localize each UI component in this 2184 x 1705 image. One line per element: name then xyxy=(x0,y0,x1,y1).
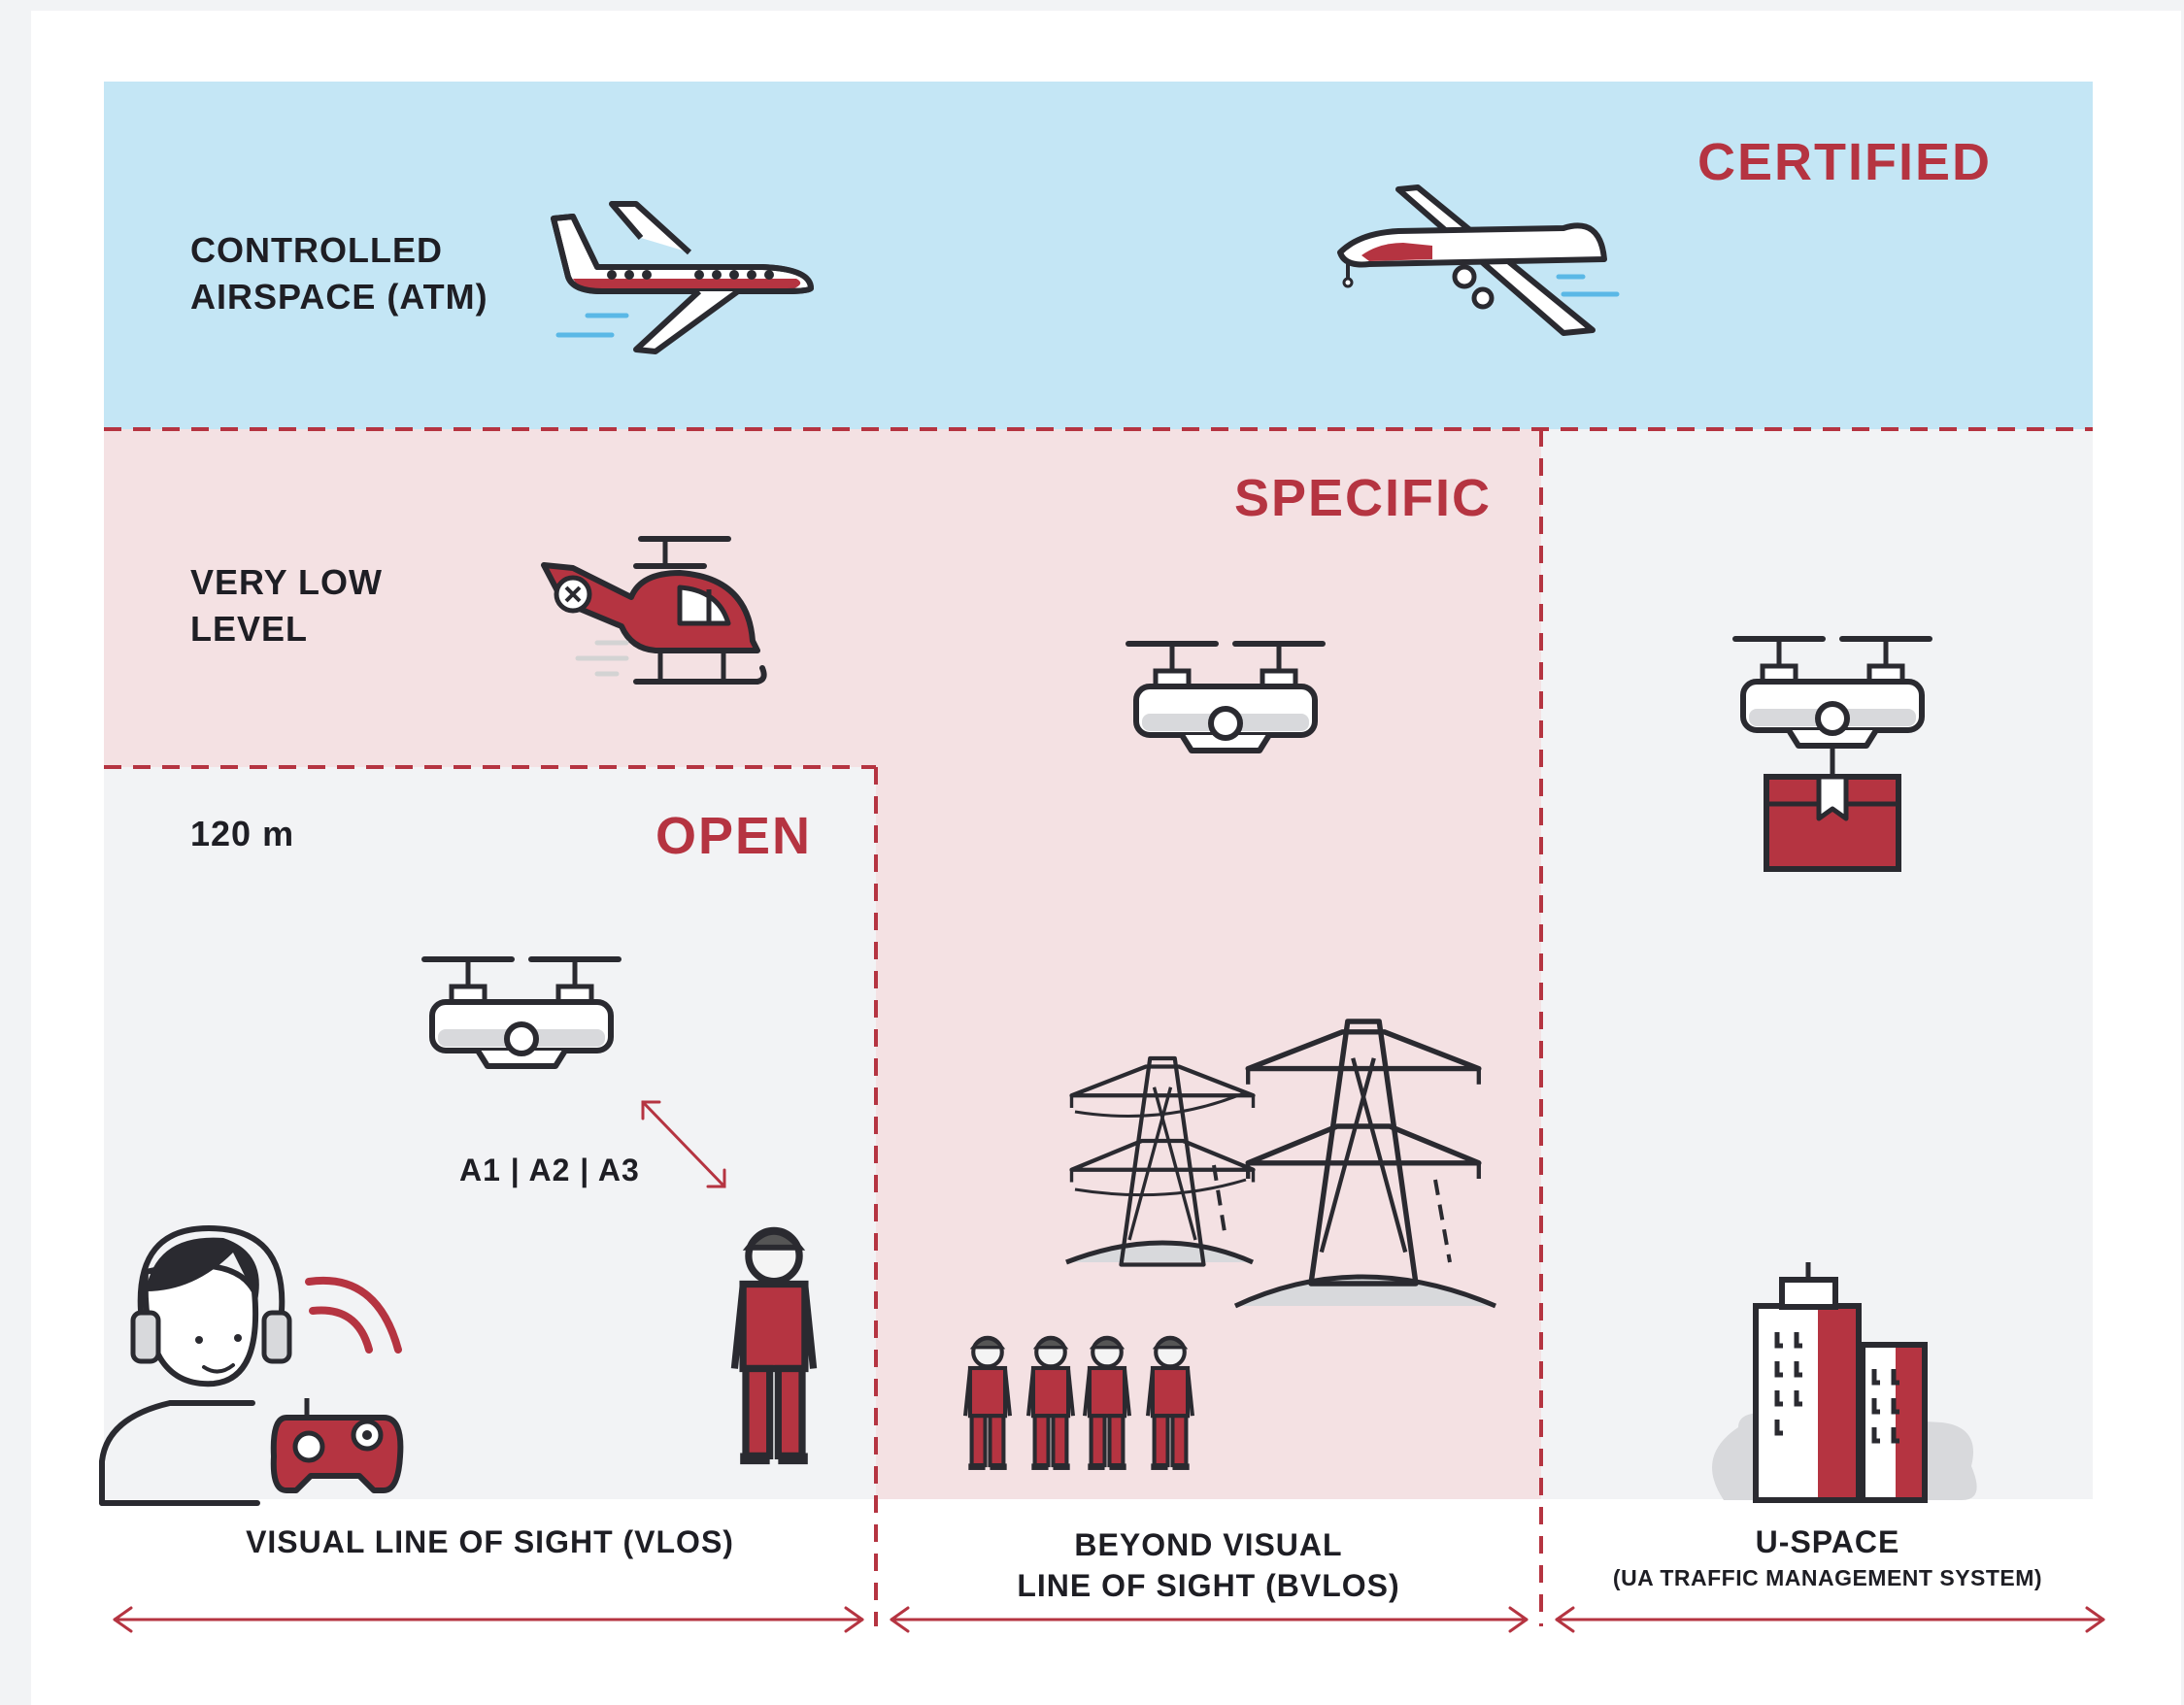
bvlos-label: BEYOND VISUAL LINE OF SIGHT (BVLOS) xyxy=(876,1524,1541,1606)
remote-controller-icon xyxy=(270,1276,404,1493)
category-boundaries xyxy=(104,427,2093,1626)
airspace-label-very-low-line1: VERY LOW xyxy=(190,562,384,602)
airspace-label-controlled-line1: CONTROLLED xyxy=(190,230,443,270)
city-buildings-icon xyxy=(1712,1262,1977,1503)
subcategory-label: A1 | A2 | A3 xyxy=(459,1153,640,1187)
category-title-certified: CERTIFIED xyxy=(1697,133,1993,191)
certified-zone xyxy=(104,82,2093,429)
uspace-label: U-SPACE xyxy=(1755,1524,1900,1559)
delivery-drone-icon xyxy=(1735,639,1930,872)
category-title-open: OPEN xyxy=(655,807,813,865)
helicopter-icon xyxy=(541,536,767,685)
uspace-sublabel: (UA TRAFFIC MANAGEMENT SYSTEM) xyxy=(1612,1565,2043,1590)
airspace-label-controlled-line2: AIRSPACE (ATM) xyxy=(190,277,488,317)
airspace-label-very-low-line2: LEVEL xyxy=(190,609,309,649)
pilot-with-headset-icon xyxy=(99,1224,292,1506)
airplane-icon xyxy=(551,201,814,354)
category-title-specific: SPECIFIC xyxy=(1234,469,1493,527)
airspace-label-very-low: VERY LOW LEVEL xyxy=(190,559,383,652)
power-line-towers-icon xyxy=(1065,1021,1496,1309)
range-arrows xyxy=(113,1606,2105,1633)
airspace-label-controlled: CONTROLLED AIRSPACE (ATM) xyxy=(190,227,488,320)
bvlos-label-line1: BEYOND VISUAL xyxy=(1074,1527,1343,1562)
distance-arrow xyxy=(641,1100,726,1188)
altitude-label: 120 m xyxy=(190,814,295,853)
military-drone-icon xyxy=(1337,184,1620,336)
bvlos-label-line2: LINE OF SIGHT (BVLOS) xyxy=(1017,1568,1400,1603)
vlos-label: VISUAL LINE OF SIGHT (VLOS) xyxy=(246,1524,734,1559)
